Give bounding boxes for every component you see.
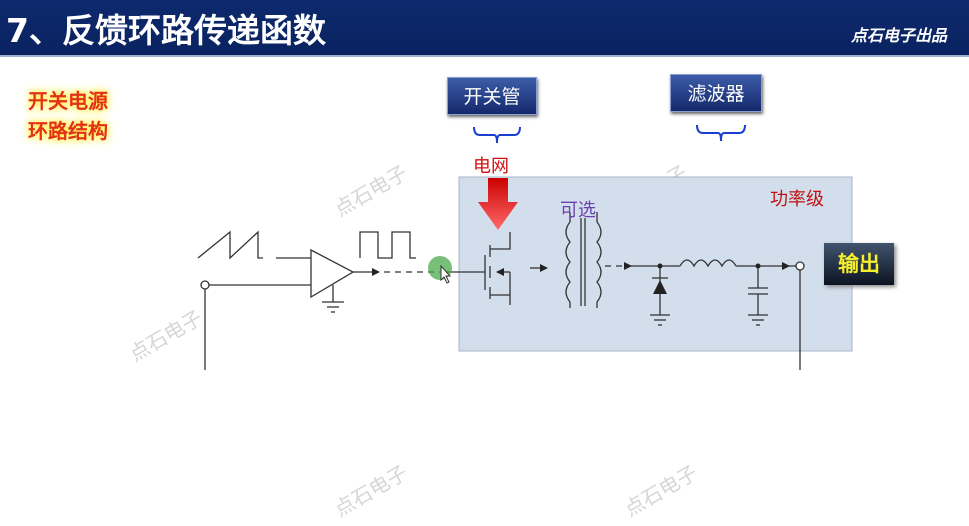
sawtooth-wave	[197, 230, 263, 260]
optional-label: 可选	[560, 200, 596, 221]
slide-header: 7、反馈环路传递函数 点石电子出品	[0, 0, 969, 57]
power-stage-label: 功率级	[770, 189, 824, 210]
section-label-line1: 开关电源	[28, 89, 108, 113]
output-terminal	[795, 261, 805, 271]
grid-label: 电网	[473, 156, 509, 177]
input-terminal	[200, 280, 210, 290]
diode	[653, 280, 667, 294]
section-label: 开关电源 环路结构	[28, 86, 108, 146]
transformer-primary	[565, 221, 571, 303]
output-button[interactable]: 输出	[824, 243, 894, 285]
brace-filter	[696, 124, 746, 142]
filter-button[interactable]: 滤波器	[670, 74, 762, 112]
section-label-line2: 环路结构	[28, 119, 108, 143]
power-stage-box	[458, 176, 853, 352]
inductor	[679, 259, 737, 268]
brand-label: 点石电子出品	[850, 26, 947, 45]
pwm-wave	[359, 231, 416, 259]
brace-switch	[473, 126, 521, 144]
slide-title: 7、反馈环路传递函数	[6, 11, 326, 50]
grid-input-arrow	[478, 178, 518, 230]
transformer-secondary	[596, 221, 602, 303]
comparator	[310, 248, 355, 299]
mouse-cursor-icon	[440, 264, 452, 284]
switch-tube-button[interactable]: 开关管	[447, 77, 537, 115]
